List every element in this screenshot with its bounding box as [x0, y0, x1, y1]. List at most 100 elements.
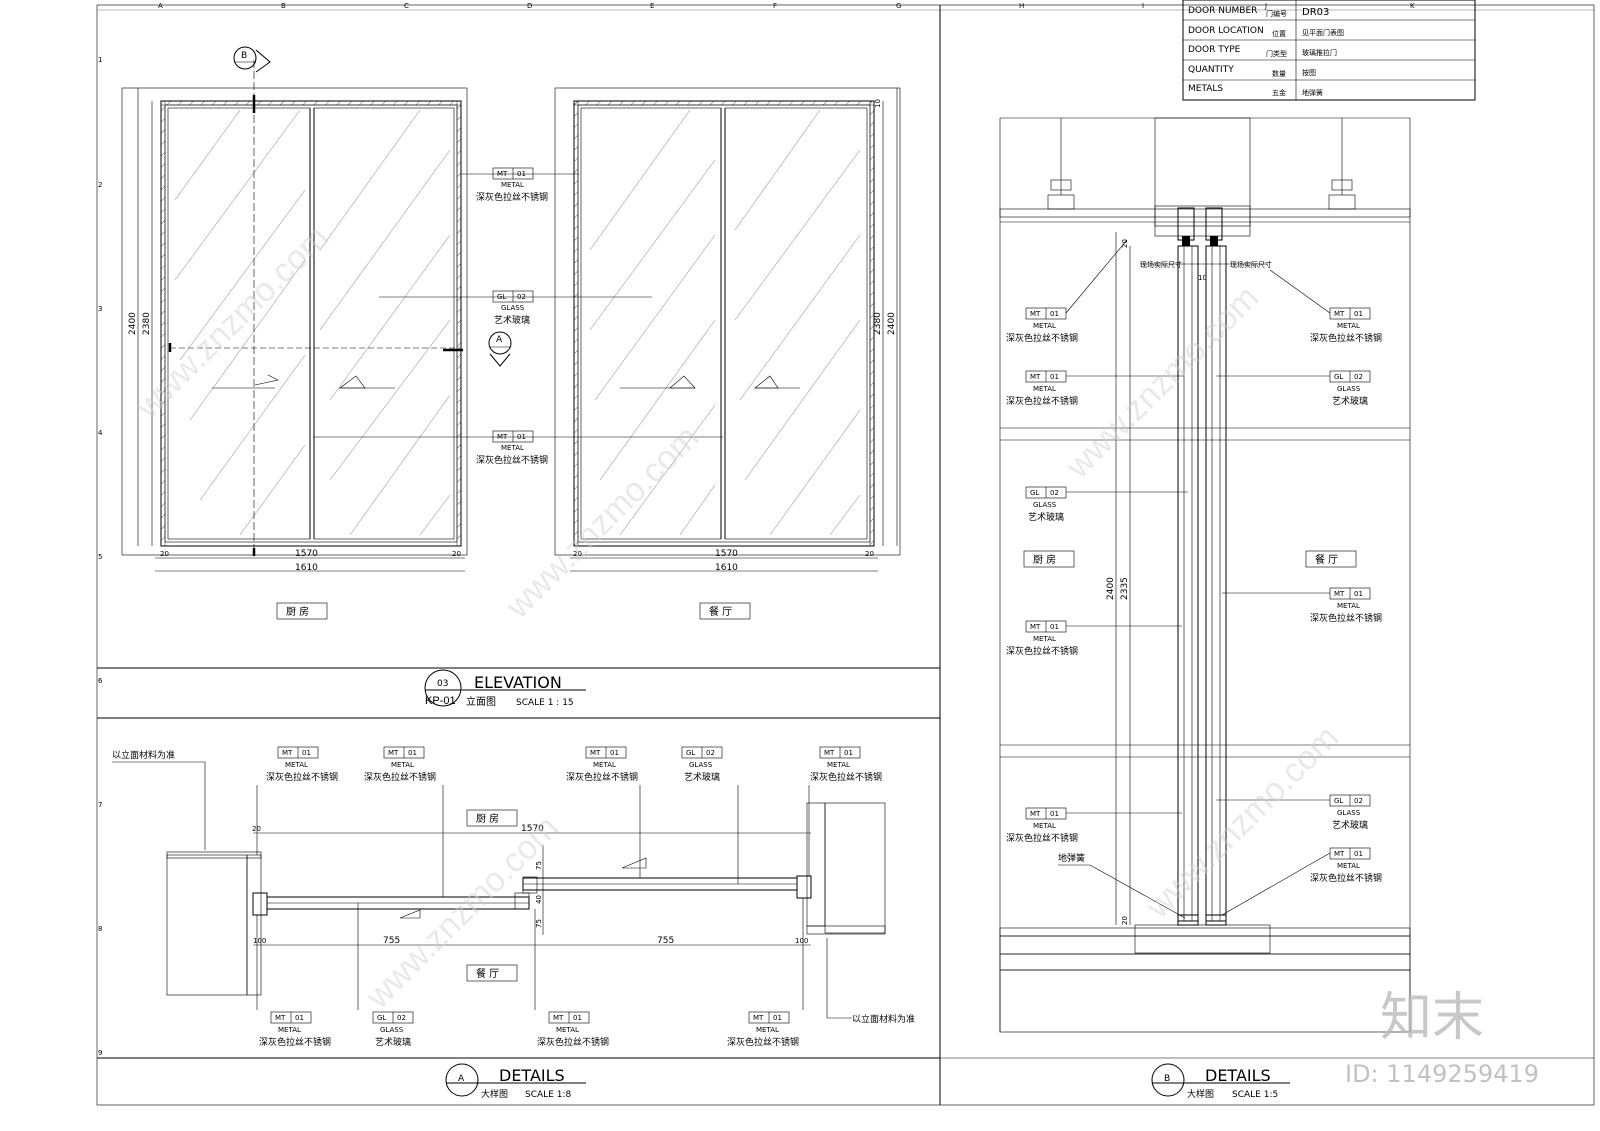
svg-text:MT: MT [282, 749, 293, 757]
svg-text:MT: MT [1030, 310, 1041, 318]
svg-text:METAL: METAL [501, 444, 524, 452]
svg-text:B: B [281, 2, 286, 10]
elev-room-labels: 厨 房 餐 厅 [276, 602, 751, 620]
svg-text:METAL: METAL [285, 761, 308, 769]
svg-text:玻璃推拉门: 玻璃推拉门 [1302, 48, 1337, 57]
svg-text:4: 4 [98, 429, 103, 437]
svg-text:01: 01 [1050, 310, 1059, 318]
svg-text:五金: 五金 [1272, 88, 1286, 97]
svg-text:100: 100 [253, 937, 266, 945]
svg-text:01: 01 [773, 1014, 782, 1022]
svg-text:见平面门表图: 见平面门表图 [1302, 28, 1344, 37]
grid-row-labels: 1 2 3 4 5 6 7 8 9 [98, 56, 103, 1057]
svg-text:QUANTITY: QUANTITY [1188, 65, 1234, 75]
svg-text:01: 01 [517, 433, 526, 441]
svg-text:20: 20 [573, 550, 582, 558]
svg-text:GL: GL [1030, 489, 1039, 497]
svg-text:DETAILS: DETAILS [1205, 1066, 1271, 1085]
svg-text:艺术玻璃: 艺术玻璃 [494, 314, 530, 326]
svg-text:METAL: METAL [1337, 862, 1360, 870]
svg-text:METAL: METAL [556, 1026, 579, 1034]
svg-text:20: 20 [452, 550, 461, 558]
svg-text:METAL: METAL [1337, 602, 1360, 610]
svg-text:03: 03 [437, 679, 448, 689]
svg-text:01: 01 [1354, 310, 1363, 318]
svg-text:5: 5 [98, 553, 102, 561]
svg-text:02: 02 [397, 1014, 406, 1022]
section-marker-a: A [488, 331, 512, 367]
svg-text:20: 20 [1121, 239, 1129, 248]
svg-text:厨 房: 厨 房 [1033, 553, 1056, 566]
svg-text:餐 厅: 餐 厅 [476, 967, 499, 980]
svg-text:METAL: METAL [827, 761, 850, 769]
svg-text:01: 01 [1354, 590, 1363, 598]
svg-text:艺术玻璃: 艺术玻璃 [1332, 819, 1368, 831]
svg-text:2335: 2335 [1120, 577, 1130, 600]
tag-elev-metal-mid: MT 01 METAL 深灰色拉丝不锈钢 [313, 430, 723, 466]
svg-text:MT: MT [824, 749, 835, 757]
svg-text:www.znzmo.com: www.znzmo.com [128, 218, 336, 426]
svg-text:2400: 2400 [128, 312, 138, 335]
svg-text:SCALE 1:8: SCALE 1:8 [525, 1090, 571, 1100]
svg-text:METAL: METAL [391, 761, 414, 769]
svg-text:1610: 1610 [295, 563, 318, 573]
svg-text:深灰色拉丝不锈钢: 深灰色拉丝不锈钢 [1006, 332, 1078, 344]
svg-text:SCALE 1:5: SCALE 1:5 [1232, 1090, 1278, 1100]
svg-text:6: 6 [98, 677, 103, 685]
svg-text:METAL: METAL [1033, 322, 1056, 330]
svg-text:深灰色拉丝不锈钢: 深灰色拉丝不锈钢 [259, 1036, 331, 1048]
svg-text:DR03: DR03 [1302, 7, 1329, 18]
svg-text:J: J [1264, 2, 1267, 10]
svg-text:40: 40 [535, 895, 543, 904]
detail-b-section: 2400 2335 20 20 现场实际尺寸 现场实际尺寸 10 厨 房 餐 厅… [999, 117, 1411, 1033]
svg-text:I: I [1142, 2, 1144, 10]
section-marker-b: B [233, 46, 271, 73]
svg-text:GL: GL [497, 293, 506, 301]
svg-text:01: 01 [1050, 623, 1059, 631]
svg-text:A: A [158, 2, 163, 10]
svg-text:深灰色拉丝不锈钢: 深灰色拉丝不锈钢 [810, 771, 882, 783]
svg-text:地弹簧: 地弹簧 [1302, 88, 1323, 97]
svg-text:02: 02 [1354, 797, 1363, 805]
svg-text:G: G [896, 2, 901, 10]
svg-text:位置: 位置 [1272, 29, 1286, 38]
svg-text:艺术玻璃: 艺术玻璃 [1332, 395, 1368, 407]
svg-text:01: 01 [573, 1014, 582, 1022]
svg-text:MT: MT [590, 749, 601, 757]
svg-text:7: 7 [98, 801, 102, 809]
svg-text:02: 02 [1050, 489, 1059, 497]
svg-text:门编号: 门编号 [1266, 9, 1287, 18]
svg-text:现场实际尺寸: 现场实际尺寸 [1230, 260, 1272, 269]
svg-text:01: 01 [844, 749, 853, 757]
svg-text:KP-01: KP-01 [425, 695, 456, 707]
svg-text:深灰色拉丝不锈钢: 深灰色拉丝不锈钢 [727, 1036, 799, 1048]
svg-text:1: 1 [98, 56, 102, 64]
svg-text:ELEVATION: ELEVATION [474, 673, 562, 692]
svg-text:深灰色拉丝不锈钢: 深灰色拉丝不锈钢 [1310, 332, 1382, 344]
svg-text:METAL: METAL [756, 1026, 779, 1034]
tag-elev-glass: GL 02 GLASS 艺术玻璃 [379, 290, 652, 326]
detail-a-title: A DETAILS 大样图 SCALE 1:8 [445, 1063, 586, 1100]
svg-text:METAL: METAL [278, 1026, 301, 1034]
svg-text:1610: 1610 [715, 563, 738, 573]
svg-text:深灰色拉丝不锈钢: 深灰色拉丝不锈钢 [1310, 872, 1382, 884]
svg-text:20: 20 [865, 550, 874, 558]
svg-text:01: 01 [610, 749, 619, 757]
svg-text:2: 2 [98, 181, 102, 189]
svg-text:MT: MT [1030, 810, 1041, 818]
svg-text:K: K [1410, 2, 1415, 10]
svg-text:GL: GL [377, 1014, 386, 1022]
svg-text:METAL: METAL [1033, 635, 1056, 643]
detail-b-tags-left: MT 01 METAL 深灰色拉丝不锈钢 MT 01 METAL 深灰色拉丝不锈钢 GL… [1006, 239, 1188, 844]
svg-text:MT: MT [497, 170, 508, 178]
svg-text:GLASS: GLASS [689, 761, 713, 769]
svg-text:75: 75 [535, 861, 543, 870]
detail-b-title: B DETAILS 大样图 SCALE 1:5 [1151, 1063, 1290, 1100]
svg-text:01: 01 [295, 1014, 304, 1022]
svg-text:深灰色拉丝不锈钢: 深灰色拉丝不锈钢 [1006, 395, 1078, 407]
svg-text:1570: 1570 [715, 549, 738, 559]
svg-text:深灰色拉丝不锈钢: 深灰色拉丝不锈钢 [566, 771, 638, 783]
svg-text:门类型: 门类型 [1266, 49, 1287, 58]
svg-text:20: 20 [160, 550, 169, 558]
